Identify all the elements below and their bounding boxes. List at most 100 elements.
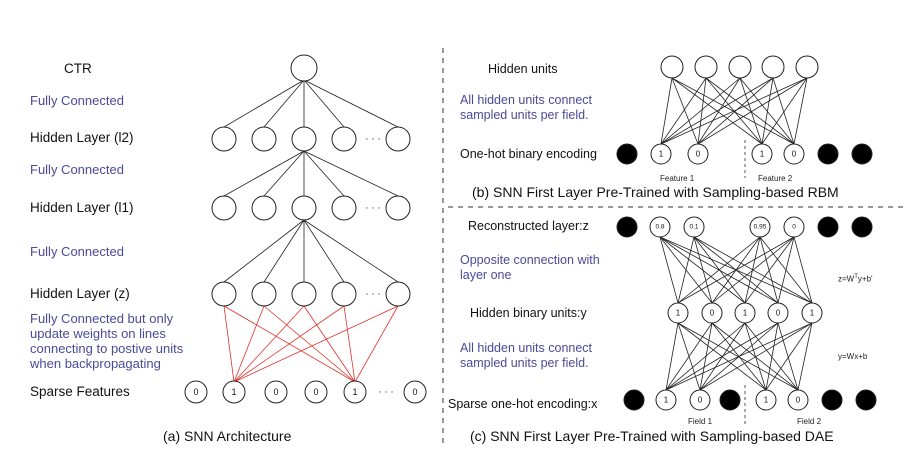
l2-node — [385, 126, 411, 152]
rbm-edge — [660, 77, 774, 145]
caption-c: (c) SNN First Layer Pre-Trained with Sam… — [470, 428, 834, 444]
edge-ctr-l2 — [303, 79, 345, 128]
rbm-visible-node — [650, 143, 672, 165]
rbm-edge — [793, 77, 808, 145]
dae-edge-top — [759, 236, 813, 304]
sparse-feature-value: 0 — [412, 387, 417, 397]
edge-l2-l1 — [263, 150, 305, 197]
hidden-layer-z-label: Hidden Layer (z) — [30, 286, 130, 301]
dae-reconstructed-value: 0.1 — [689, 224, 698, 231]
fully-connected-label-1: Fully Connected — [30, 93, 124, 108]
dae-edge-bottom — [699, 322, 813, 391]
edge-ctr-l2 — [263, 79, 305, 128]
hidden-layer-l2-label: Hidden Layer (l2) — [30, 130, 134, 145]
dae-edge-top — [659, 236, 746, 304]
dae-edge-bottom — [677, 322, 799, 391]
rbm-feature-2-label: Feature 2 — [758, 174, 793, 183]
dae-hidden-label: Hidden binary units:y — [470, 306, 587, 320]
backprop-note-line-3: connecting to postive units — [30, 341, 184, 356]
edge-l2-l1 — [303, 150, 345, 197]
ellipsis-dots: · · · — [365, 203, 381, 214]
rbm-edge — [671, 77, 699, 145]
rbm-edge — [660, 77, 707, 145]
dae-inactive-node — [817, 216, 839, 238]
rbm-edge — [697, 77, 707, 145]
positive-edge-red — [233, 305, 399, 383]
rbm-visible-node — [783, 143, 805, 165]
l2-node — [331, 126, 357, 152]
dae-edge-top — [744, 236, 795, 304]
dae-input-node — [689, 389, 711, 411]
sparse-feature-value: 0 — [313, 387, 318, 397]
rbm-visible-value: 0 — [792, 150, 797, 159]
sparse-feature-value: 0 — [193, 387, 198, 397]
edge-l1-z — [303, 219, 399, 283]
edge-l1-z — [263, 219, 305, 283]
dae-reconstructed-node — [649, 216, 671, 238]
ellipsis-dots: · · · — [365, 289, 381, 300]
rbm-edge — [660, 77, 808, 145]
dae-reconstructed-node — [783, 216, 805, 238]
dae-hidden-value: 0 — [710, 309, 715, 318]
l2-node — [251, 126, 277, 152]
dae-opposite-line-2: layer one — [460, 268, 512, 282]
ellipsis-dots: · · · — [365, 134, 381, 145]
rbm-feature-1-label: Feature 1 — [660, 174, 695, 183]
rbm-visible-node — [687, 143, 709, 165]
dae-edge-bottom — [765, 322, 813, 391]
dae-hidden-node — [667, 302, 689, 324]
rbm-visible-value: 1 — [659, 150, 664, 159]
sparse-feature-value: 1 — [231, 387, 236, 397]
dae-hidden-node — [801, 302, 823, 324]
dae-opposite-line-1: Opposite connection with — [460, 253, 600, 267]
rbm-note-line-1: All hidden units connect — [460, 93, 593, 107]
rbm-edge — [697, 77, 808, 145]
dae-edge-bottom — [665, 322, 679, 391]
rbm-hidden-node — [694, 55, 718, 79]
dae-input-node — [787, 389, 809, 411]
dae-edge-bottom — [744, 322, 799, 391]
dae-edge-top — [659, 236, 713, 304]
dae-inactive-node — [719, 389, 741, 411]
dae-input-value: 0 — [698, 396, 703, 405]
rbm-edge — [697, 77, 741, 145]
rbm-edge — [761, 77, 808, 145]
rbm-hidden-node — [761, 55, 785, 79]
z-node — [385, 281, 411, 307]
rbm-edge — [739, 77, 795, 145]
dae-reconstructed-node — [749, 216, 771, 238]
dae-field-1-label: Field 1 — [688, 417, 713, 426]
dae-inactive-node — [851, 216, 873, 238]
rbm-visible-value: 1 — [760, 150, 765, 159]
z-node — [291, 281, 317, 307]
dae-edge-top — [659, 236, 779, 304]
dae-hidden-node — [767, 302, 789, 324]
z-node — [331, 281, 357, 307]
rbm-hidden-node — [660, 55, 684, 79]
dae-edge-bottom — [711, 322, 799, 391]
fully-connected-label-2: Fully Connected — [30, 162, 124, 177]
backprop-note-line-2: update weights on lines — [30, 326, 166, 341]
dae-edge-top — [793, 236, 813, 304]
rbm-edge — [761, 77, 774, 145]
l1-node — [331, 195, 357, 221]
sparse-feature-node — [222, 380, 246, 404]
dae-input-node — [755, 389, 777, 411]
dae-equation-bottom: y=Wx+b — [838, 352, 868, 361]
dae-field-2-label: Field 2 — [797, 417, 822, 426]
rbm-note-line-2: sampled units per field. — [460, 108, 589, 122]
rbm-edge — [671, 77, 795, 145]
edge-ctr-l2 — [303, 79, 399, 128]
sparse-feature-node — [304, 380, 328, 404]
edge-l1-z — [223, 219, 305, 283]
rbm-edge — [739, 77, 763, 145]
edge-ctr-l2 — [223, 79, 305, 128]
rbm-onehot-label: One-hot binary encoding — [460, 147, 597, 161]
dae-inactive-node — [616, 216, 638, 238]
dae-reconstructed-label: Reconstructed layer:z — [468, 219, 589, 233]
dae-hidden-node — [701, 302, 723, 324]
rbm-visible-node — [751, 143, 773, 165]
positive-edge-red — [233, 305, 265, 383]
dae-hidden-node — [734, 302, 756, 324]
